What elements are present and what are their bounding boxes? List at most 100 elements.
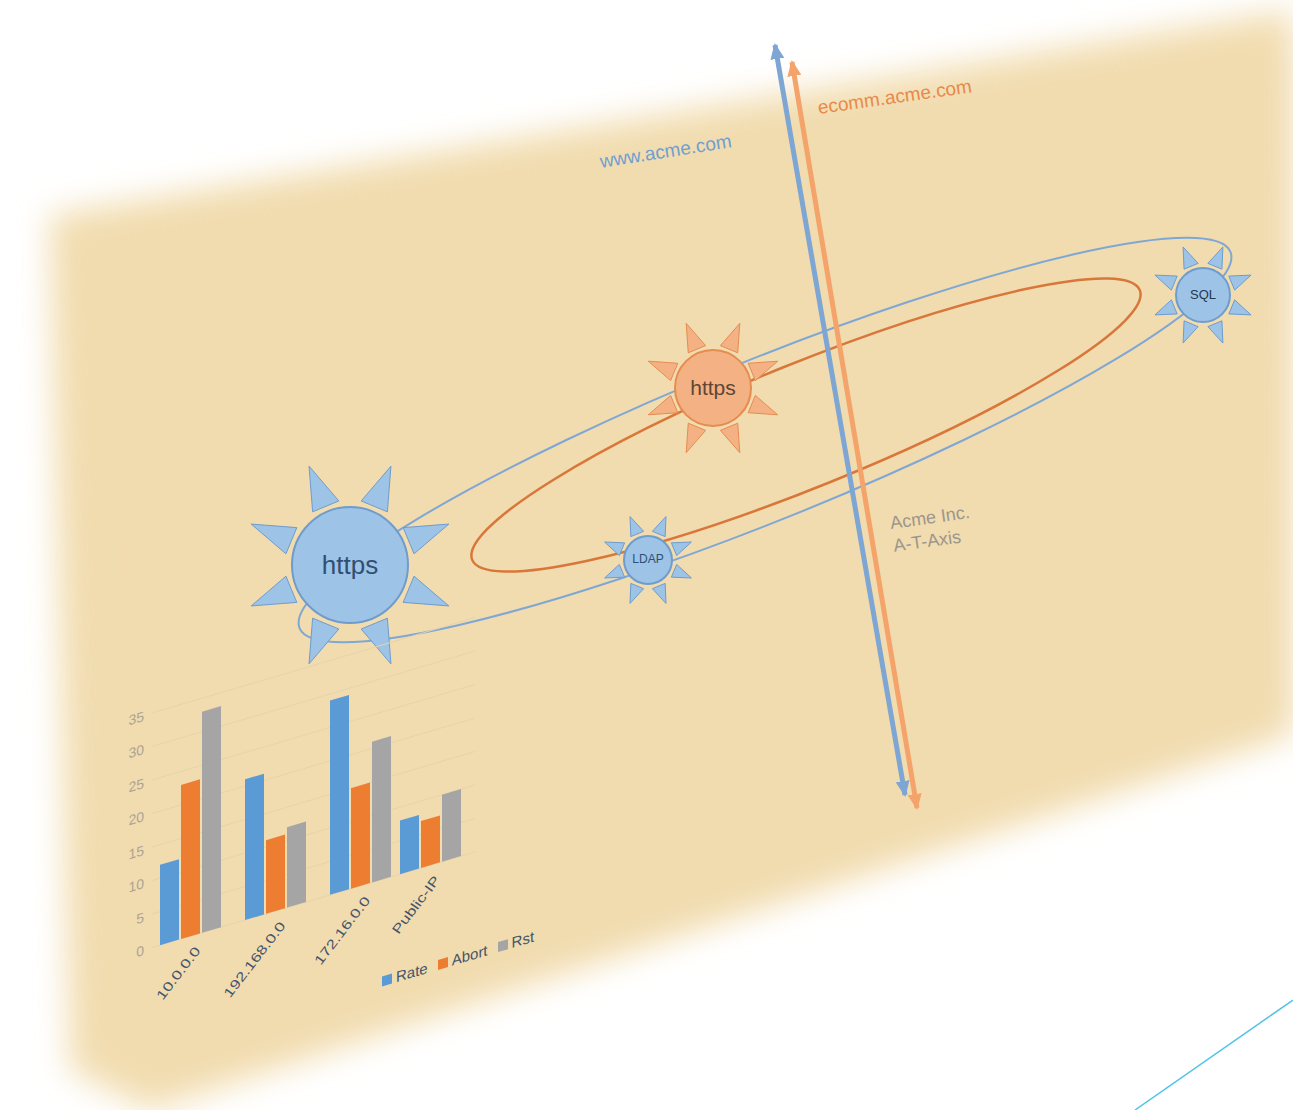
bar xyxy=(245,774,264,920)
sun-ray xyxy=(251,524,297,554)
legend-item: Abort xyxy=(438,941,488,973)
node-text-wrap: https xyxy=(322,551,378,580)
sun-ray xyxy=(652,583,666,603)
tick-label: 25 xyxy=(128,774,144,795)
sun-ray xyxy=(361,466,391,512)
tick-label: 30 xyxy=(128,741,144,762)
legend-text: Rst xyxy=(512,927,535,951)
sun-ray xyxy=(686,423,705,452)
sun-ray xyxy=(648,361,677,380)
sun-ray xyxy=(403,524,449,554)
sun-ray xyxy=(605,542,625,556)
node-text-wrap: SQL xyxy=(1190,288,1216,302)
sun-core xyxy=(1176,268,1230,322)
sun-ray xyxy=(630,583,644,603)
sun-ray xyxy=(748,361,777,380)
legend-swatch xyxy=(438,957,448,970)
category-label: 10.0.0.0 xyxy=(153,944,203,1002)
tick-anchor: 0 xyxy=(100,941,144,972)
bar xyxy=(160,859,179,945)
sun-node: SQL xyxy=(1148,240,1258,350)
category-anchor: 10.0.0.0 xyxy=(153,944,204,1003)
node-text: https xyxy=(690,376,736,399)
parchment-texture xyxy=(80,45,1293,1080)
bar xyxy=(266,835,285,914)
sun-core xyxy=(624,536,672,584)
tick-label: 0 xyxy=(136,942,144,960)
sun-ray xyxy=(671,564,691,578)
node-text: https xyxy=(322,551,378,580)
sun-ray xyxy=(309,466,339,512)
orange-orbit xyxy=(449,233,1163,618)
sun-ray xyxy=(1208,321,1223,343)
category-anchor: Public-IP xyxy=(389,873,444,937)
tick-label: 10 xyxy=(128,875,144,896)
sun-ray xyxy=(1155,300,1177,315)
legend-item: Rate xyxy=(382,959,428,990)
blue-axis-arrow xyxy=(775,45,905,795)
tick-anchor: 10 xyxy=(100,874,144,905)
sun-node: https xyxy=(240,455,460,675)
sun-ray xyxy=(720,423,739,452)
bar xyxy=(442,789,461,862)
category-anchor: 192.168.0.0 xyxy=(220,919,289,1001)
category-label: 192.168.0.0 xyxy=(220,919,288,1000)
grid-line xyxy=(152,617,475,713)
category-label: Public-IP xyxy=(389,873,443,936)
chart-legend: Rate Abort Rst xyxy=(382,924,544,989)
tick-anchor: 5 xyxy=(100,907,144,938)
node-text-wrap: https xyxy=(690,376,736,399)
node-text: LDAP xyxy=(632,553,663,566)
tick-anchor: 15 xyxy=(100,840,144,871)
tick-anchor: 25 xyxy=(100,773,144,804)
orange-axis-arrow xyxy=(792,62,917,808)
sun-ray xyxy=(1229,275,1251,290)
sun-ray xyxy=(720,323,739,352)
bar xyxy=(202,706,221,933)
sun-ray xyxy=(648,395,677,414)
sun-ray xyxy=(748,395,777,414)
tick-anchor: 20 xyxy=(100,807,144,838)
sun-ray xyxy=(1229,300,1251,315)
legend-swatch xyxy=(382,973,392,986)
bar xyxy=(330,695,349,895)
legend-swatch xyxy=(498,939,508,952)
sun-node: https xyxy=(640,315,786,461)
node-text: SQL xyxy=(1190,288,1216,302)
legend-item: Rst xyxy=(498,927,535,955)
category-label: 172.16.0.0 xyxy=(311,894,373,967)
bar xyxy=(421,815,440,868)
sun-node: LDAP xyxy=(598,510,698,610)
decor-line xyxy=(1135,1000,1293,1110)
sun-ray xyxy=(1155,275,1177,290)
sun-ray xyxy=(671,542,691,556)
sun-core xyxy=(292,507,408,623)
sun-ray xyxy=(605,564,625,578)
bar xyxy=(400,815,419,874)
sun-ray xyxy=(251,576,297,606)
legend-text: Abort xyxy=(452,941,488,969)
sun-ray xyxy=(309,618,339,664)
bar xyxy=(287,822,306,908)
category-anchor: 172.16.0.0 xyxy=(311,894,374,968)
parchment-panel xyxy=(50,10,1293,1110)
tick-label: 35 xyxy=(128,707,144,728)
sun-ray xyxy=(1183,247,1198,269)
blue-orbit xyxy=(270,178,1261,702)
bar xyxy=(181,779,200,939)
node-text-wrap: LDAP xyxy=(632,553,663,566)
tick-anchor: 30 xyxy=(100,740,144,771)
tick-label: 5 xyxy=(136,908,144,926)
sun-ray xyxy=(652,517,666,537)
legend-text: Rate xyxy=(396,959,428,985)
sun-ray xyxy=(1183,321,1198,343)
sun-ray xyxy=(361,618,391,664)
tick-anchor: 35 xyxy=(100,706,144,737)
sun-core xyxy=(675,350,751,426)
tick-label: 20 xyxy=(128,808,144,829)
tick-label: 15 xyxy=(128,841,144,862)
sun-ray xyxy=(686,323,705,352)
sun-ray xyxy=(1208,247,1223,269)
